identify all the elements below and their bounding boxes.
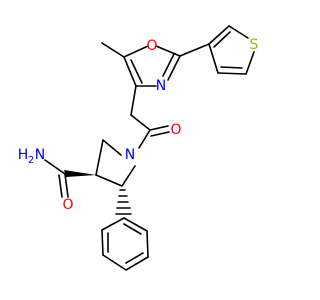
bond-n-c2 [102, 139, 122, 156]
bond-c2-n3-double [162, 53, 175, 77]
bond-th-c2-s [228, 25, 249, 39]
bond-c2-n3 [167, 55, 181, 81]
bond-ph-1 [101, 217, 125, 231]
bond-c2-c3 [95, 139, 104, 176]
bond-carbonyl-double-2 [150, 131, 170, 137]
atom-carbonyl-oxygen: O [170, 122, 181, 138]
bond-ch2-carbonyl [130, 114, 151, 131]
bond-th-c5-c4-double [220, 66, 243, 69]
bond-ph-6 [123, 217, 148, 232]
bond-c4-c5 [123, 56, 137, 87]
bond-c4-c5 [121, 165, 136, 187]
bond-methyl [101, 42, 125, 58]
atom-amide-n: N [35, 147, 45, 163]
bond-oxazole-thiophene [179, 43, 210, 57]
bond-ph-4 [125, 256, 149, 271]
bond-ph-5 [146, 230, 149, 258]
bond-ph-4-double [125, 252, 144, 264]
bond-ph-6-double [123, 223, 142, 235]
wedge-amide [64, 170, 96, 177]
chemical-structure-diagram: O N S O N O H 2 N [18, 25, 259, 271]
bond-th-s-c5 [245, 51, 255, 75]
bond-amide-co-double [58, 174, 63, 198]
atom-amide-oxygen: O [62, 197, 73, 213]
bond-amide-carbon-n [44, 159, 66, 175]
bond-carbonyl-double-1 [149, 125, 169, 131]
atom-thiophene-sulfur: S [250, 37, 259, 53]
bond-o1-c2 [155, 45, 181, 57]
bond-carbonyl-n [138, 129, 151, 149]
atom-amide-h: H [18, 147, 29, 163]
bond-th-c3-c2-double [213, 31, 231, 48]
atom-oxazole-nitrogen: N [156, 78, 166, 94]
bond-c5-o1 [123, 45, 149, 58]
bond-th-c3-c2 [208, 25, 230, 45]
bond-ph-2 [101, 229, 104, 256]
atom-oxazole-oxygen: O [146, 38, 157, 54]
bond-ph-3 [102, 254, 127, 271]
bond-c4-c5-double [130, 59, 143, 84]
bond-th-c4-c3 [208, 43, 219, 74]
bond-th-c5-c4 [217, 72, 247, 75]
bond-oxazole-ch2 [130, 85, 137, 116]
bond-c3-c4 [95, 174, 123, 187]
atom-amide-h-subscript: 2 [28, 155, 34, 166]
atom-pyrrolidine-nitrogen: N [125, 147, 135, 163]
bond-amide-co [64, 173, 69, 198]
